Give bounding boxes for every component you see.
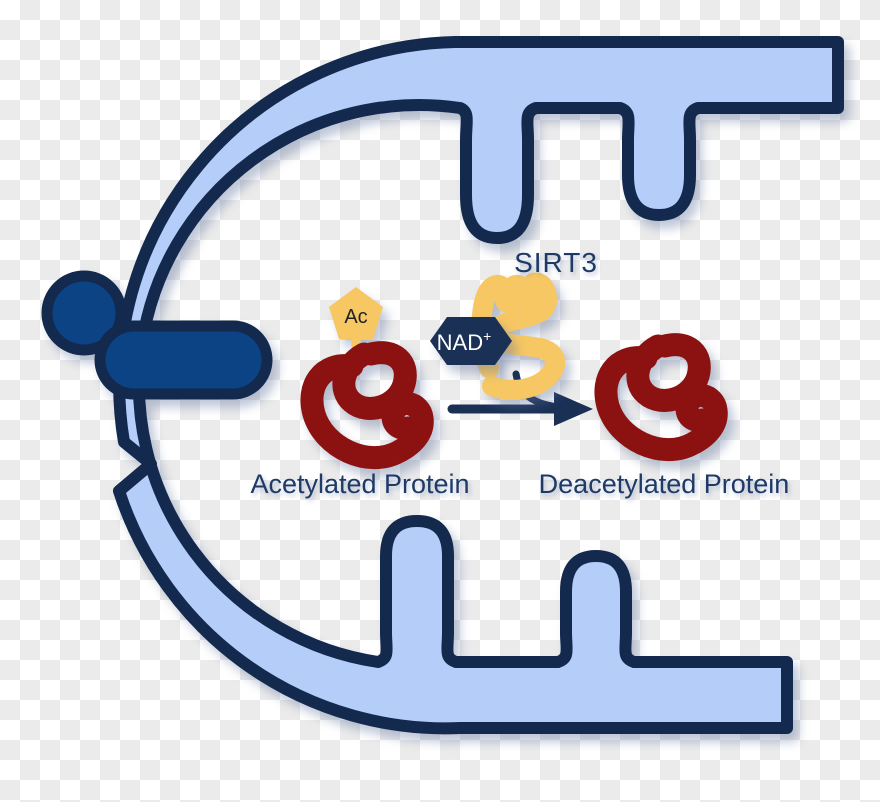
acetylated-protein-squiggle	[300, 341, 434, 470]
deacetylated-protein-group	[606, 345, 716, 450]
acetyl-tag-pentagon	[329, 287, 383, 339]
mitochondrial-membrane	[113, 36, 844, 735]
diagram-labels: SIRT3 Acetylated Protein Deacetylated Pr…	[250, 247, 789, 499]
sirt3-enzyme-squiggle	[471, 272, 566, 400]
mitochondrion	[41, 36, 844, 735]
deacetylated-protein-squiggle	[606, 345, 716, 450]
acetylated-protein-group: Ac	[300, 287, 434, 470]
product-label: Deacetylated Protein	[539, 469, 790, 499]
sirt3-title: SIRT3	[514, 247, 598, 278]
nad-cofactor: NAD+	[430, 317, 512, 365]
sirt3-enzyme	[471, 272, 566, 400]
nad-hexagon	[430, 317, 512, 365]
reaction-arrow-head	[554, 392, 593, 426]
membrane-transporter-pill	[94, 320, 273, 400]
acetyl-tag-label: Ac	[344, 306, 367, 328]
nad-label: NAD+	[437, 328, 492, 355]
substrate-label: Acetylated Protein	[250, 469, 469, 499]
